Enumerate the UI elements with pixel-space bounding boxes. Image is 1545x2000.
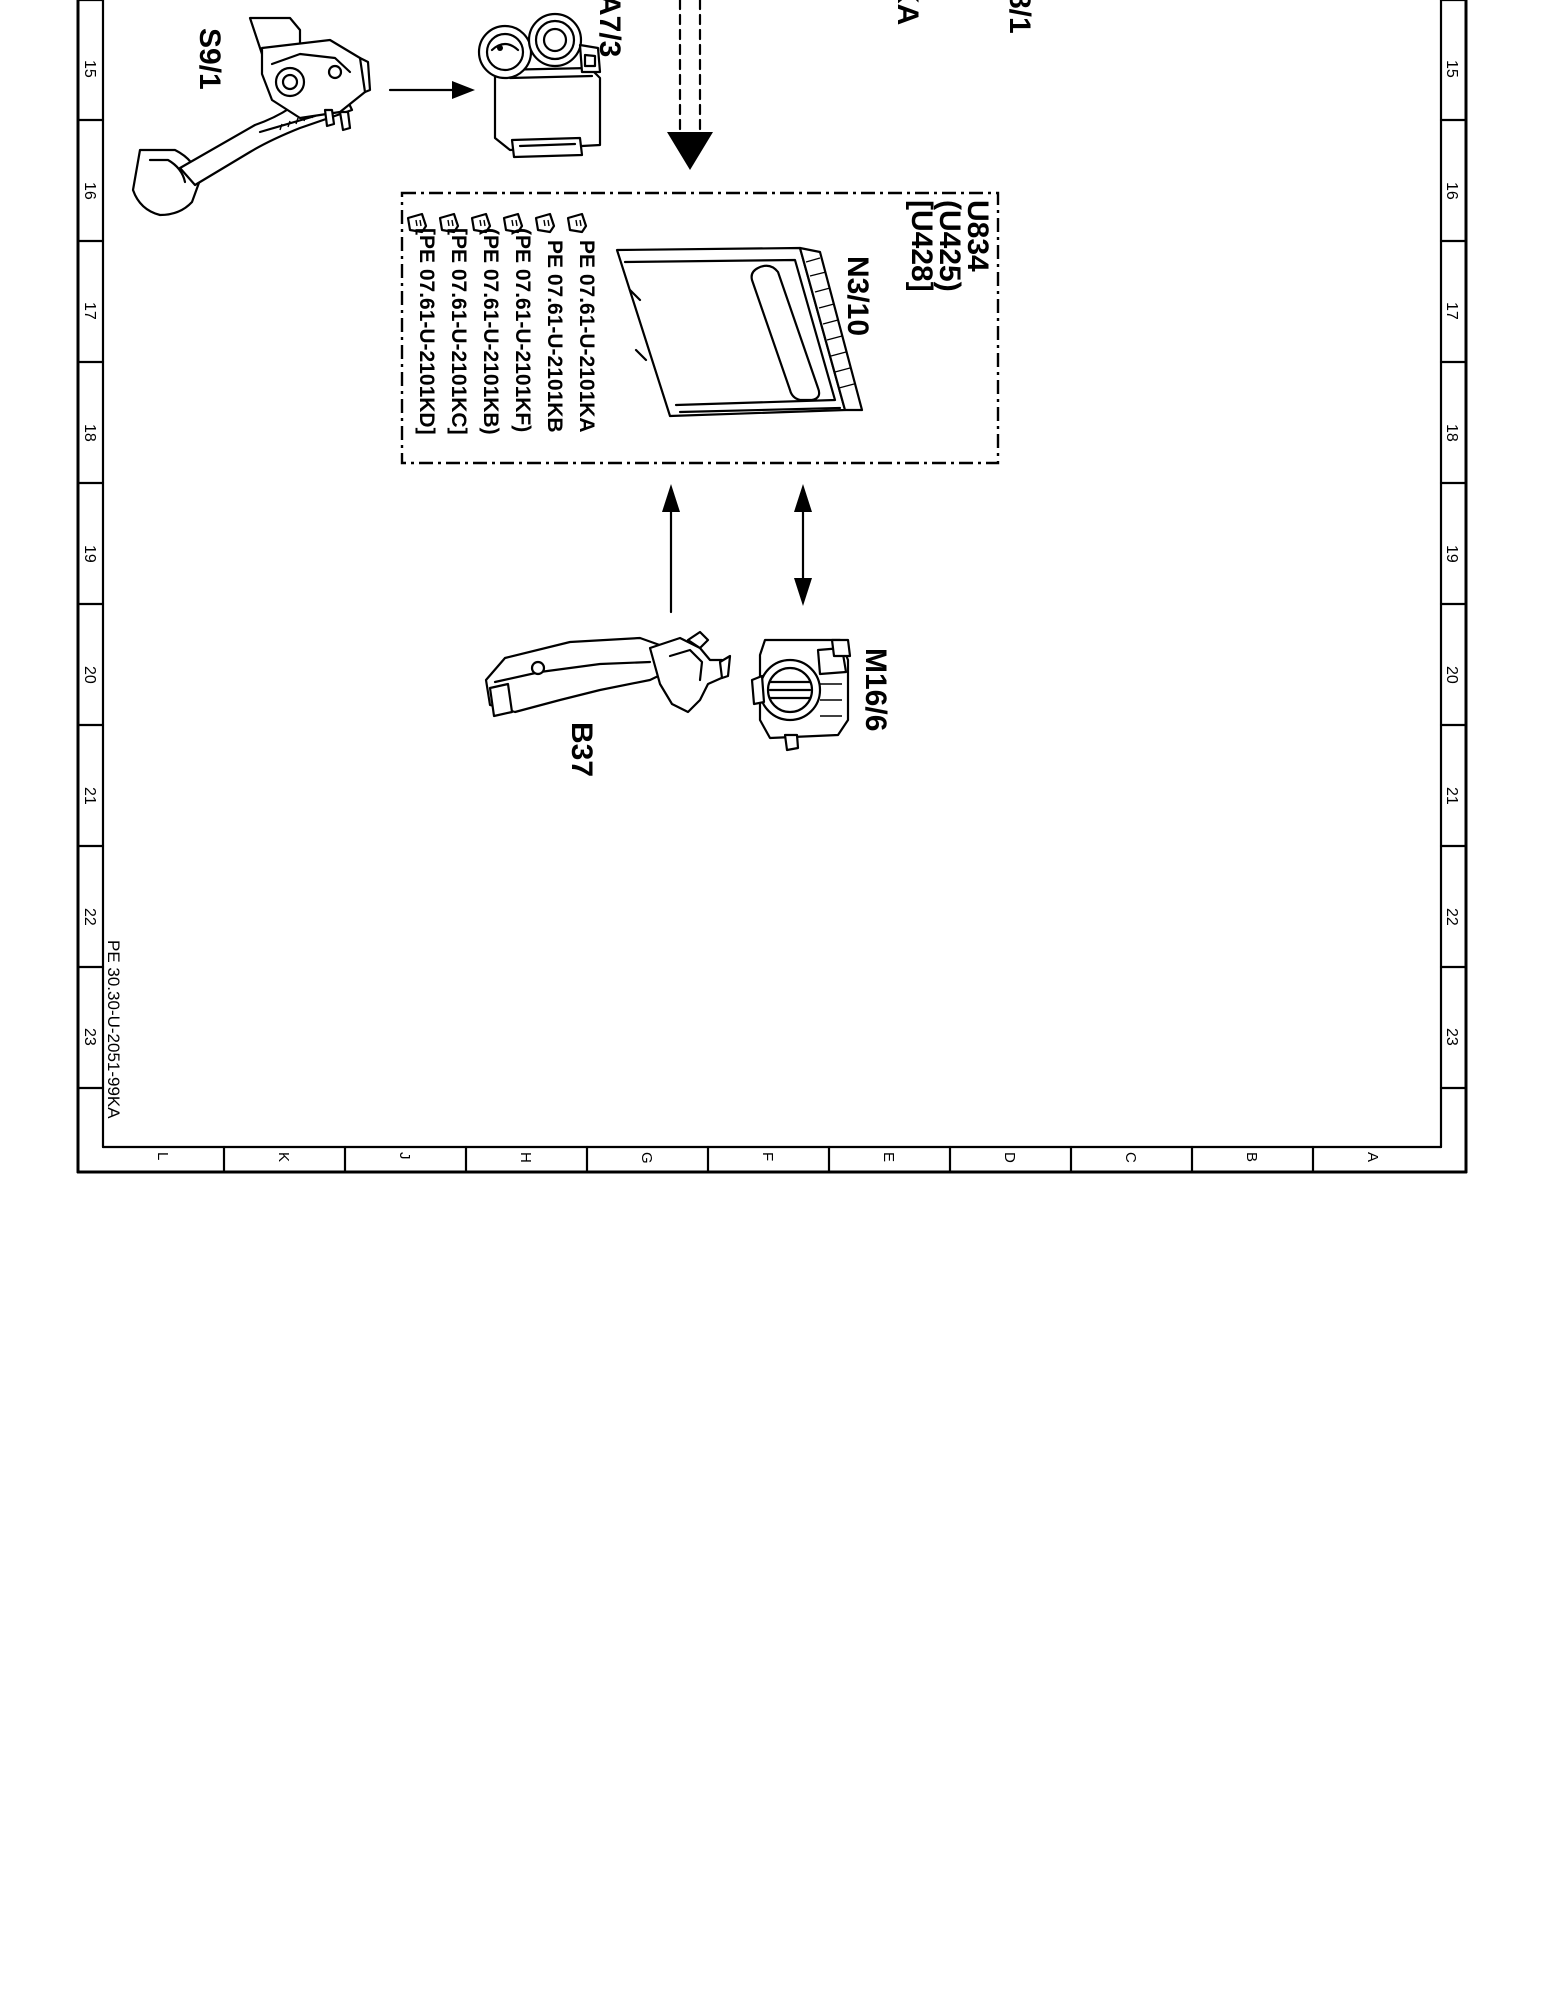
row-number-left: 15 [81,60,98,78]
code-u834: U834 [961,200,994,272]
row-number-left: 21 [81,787,98,805]
reference-item: PE 07.61-U-2101KA [575,240,598,433]
signal-arrow-m16-6-n3-10-bidirectional [794,484,812,606]
row-number-right: 15 [1443,60,1460,78]
reference-item: (PE 07.61-U-2101KB) [479,228,502,435]
column-tick-marks [222,1145,1315,1174]
row-number-left: 17 [81,302,98,320]
row-number-left: 18 [81,424,98,442]
reference-item: [PE 07.61-U-2101KC] [447,228,470,435]
row-number-left: 22 [81,908,98,926]
accelerator-pedal-sensor-icon [484,630,732,718]
row-number-left: 16 [81,182,98,200]
component-label-partial-ka: KA [891,0,924,25]
column-letter: D [1001,1152,1018,1163]
row-tick-marks [76,0,1468,1090]
hand-pointer-icon [534,212,556,234]
signal-arrow-b37-to-n3-10 [662,484,680,614]
row-number-right: 20 [1443,666,1460,684]
row-number-right: 16 [1443,182,1460,200]
hand-pointer-icon [438,212,460,234]
column-letter: G [638,1152,655,1164]
column-letter: L [154,1152,171,1160]
row-number-right: 17 [1443,302,1460,320]
row-number-right: 21 [1443,787,1460,805]
reference-list: PE 07.61-U-2101KA PE 07.61-U-2101KB (PE … [406,212,598,435]
reference-item: (PE 07.61-U-2101KF) [511,228,534,432]
signal-arrow-s9-1-to-a7-3 [388,81,475,99]
column-letter: H [517,1152,534,1163]
column-letter: F [759,1152,776,1161]
row-number-left: 20 [81,666,98,684]
hand-pointer-icon [470,212,492,234]
row-number-right: 19 [1443,545,1460,563]
hand-pointer-icon [406,212,428,234]
row-number-right: 22 [1443,908,1460,926]
bus-arrow-to-n3-10 [667,0,713,170]
column-letter: K [275,1152,292,1162]
throttle-actuator-icon [750,638,852,752]
control-unit-n3-10-icon [615,246,864,418]
reference-item: PE 07.61-U-2101KB [543,240,566,433]
brake-pedal-switch-icon [131,16,372,217]
hand-pointer-icon [502,212,524,234]
ignition-lock-icon [477,12,602,159]
column-letter: A [1364,1152,1381,1162]
control-unit-group: N3/10 U834 (U425) [U428] PE 07.61-U-2101… [400,191,1000,465]
code-u425: (U425) [933,200,966,292]
column-letter: B [1243,1152,1260,1162]
document-id: PE 30.30-U-2051-99KA [104,940,123,1119]
column-letter: E [880,1152,897,1162]
row-number-left: 23 [81,1028,98,1046]
row-number-left: 19 [81,545,98,563]
column-letter: C [1122,1152,1139,1163]
row-number-right: 23 [1443,1028,1460,1046]
reference-item: [PE 07.61-U-2101KD] [415,228,438,435]
drawing-frame [76,0,1468,1174]
code-u428: [U428] [905,200,938,292]
component-label-m16-6: M16/6 [859,648,892,731]
hand-pointer-icon [566,212,588,234]
component-label-s9-1: S9/1 [193,28,226,90]
component-label-partial-8-1: 8/1 [1003,0,1036,34]
row-number-right: 18 [1443,424,1460,442]
component-label-b37: B37 [565,722,598,777]
column-letter: J [396,1152,413,1160]
component-label-n3-10: N3/10 [841,256,874,336]
